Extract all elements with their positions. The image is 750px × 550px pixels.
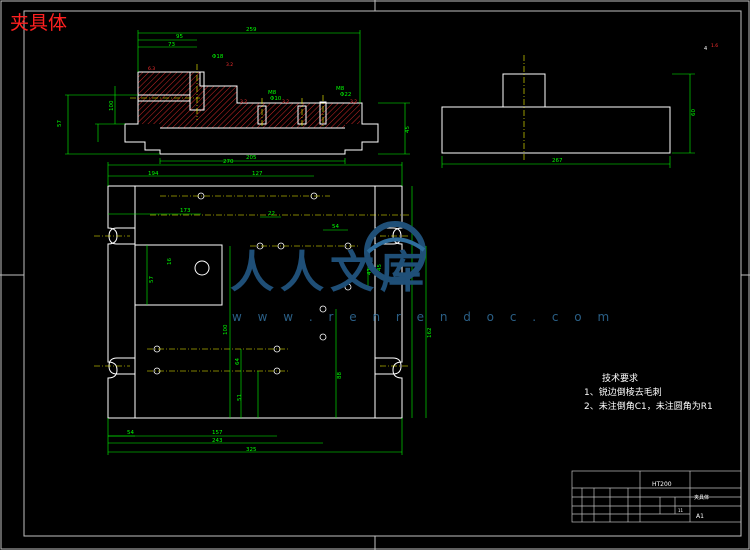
svg-text:243: 243 bbox=[212, 438, 223, 444]
svg-text:325: 325 bbox=[246, 447, 257, 453]
svg-text:45: 45 bbox=[377, 264, 383, 271]
svg-text:41: 41 bbox=[367, 268, 373, 275]
title-block-text: HT200 夹具体 A1 11 bbox=[652, 481, 709, 520]
svg-text:100: 100 bbox=[223, 324, 229, 335]
svg-text:3.2: 3.2 bbox=[350, 99, 357, 105]
svg-text:54: 54 bbox=[332, 224, 339, 230]
title-block bbox=[571, 470, 742, 523]
svg-text:Φ18: Φ18 bbox=[212, 54, 224, 60]
svg-text:205: 205 bbox=[246, 155, 257, 161]
svg-text:57: 57 bbox=[149, 276, 155, 283]
svg-text:16: 16 bbox=[167, 258, 173, 265]
svg-text:127: 127 bbox=[252, 171, 263, 177]
svg-text:60: 60 bbox=[691, 109, 697, 116]
svg-text:267: 267 bbox=[552, 158, 563, 164]
plan-view: 270 194 127 22 54 173 16 57 41 45 100 64… bbox=[94, 159, 433, 455]
watermark-text-cn: 人人文库 bbox=[230, 247, 430, 298]
tech-heading: 技术要求 bbox=[602, 374, 639, 384]
svg-text:A1: A1 bbox=[696, 513, 704, 520]
svg-text:54: 54 bbox=[127, 430, 134, 436]
roughness-symbol: 4 1.6 bbox=[704, 43, 718, 52]
svg-text:100: 100 bbox=[109, 100, 115, 111]
svg-text:173: 173 bbox=[180, 208, 191, 214]
svg-text:M8: M8 bbox=[268, 90, 277, 96]
svg-text:73: 73 bbox=[168, 42, 175, 48]
svg-text:95: 95 bbox=[176, 34, 183, 40]
svg-text:57: 57 bbox=[57, 120, 63, 127]
technical-requirements: 技术要求 1、锐边倒棱去毛刺 2、未注倒角C1，未注圆角为R1 bbox=[584, 372, 713, 414]
svg-text:88: 88 bbox=[337, 372, 343, 379]
drawing-title: 夹具体 bbox=[10, 12, 68, 34]
svg-text:M8: M8 bbox=[336, 86, 345, 92]
svg-text:1.6: 1.6 bbox=[711, 43, 718, 49]
tech-item: 2、未注倒角C1，未注圆角为R1 bbox=[584, 402, 713, 412]
svg-text:22: 22 bbox=[268, 211, 275, 217]
svg-text:Φ10: Φ10 bbox=[270, 96, 282, 102]
svg-text:HT200: HT200 bbox=[652, 481, 672, 488]
watermark-url: w w w . r e n r e n d o c . c o m bbox=[232, 310, 616, 324]
svg-text:157: 157 bbox=[212, 430, 223, 436]
svg-text:3.2: 3.2 bbox=[226, 62, 233, 68]
svg-text:259: 259 bbox=[246, 27, 257, 33]
svg-text:6.3: 6.3 bbox=[148, 66, 155, 72]
svg-text:Φ22: Φ22 bbox=[340, 92, 351, 98]
svg-text:4: 4 bbox=[704, 46, 707, 52]
svg-text:夹具体: 夹具体 bbox=[694, 494, 709, 501]
svg-text:51: 51 bbox=[237, 394, 243, 401]
section-view: 259 95 73 Φ18 M8 Φ10 M8 Φ22 205 100 57 4… bbox=[57, 27, 411, 164]
svg-text:3.2: 3.2 bbox=[240, 99, 247, 105]
svg-text:3.2: 3.2 bbox=[282, 99, 289, 105]
svg-text:11: 11 bbox=[678, 508, 684, 513]
svg-text:64: 64 bbox=[235, 358, 241, 365]
tech-item: 1、锐边倒棱去毛刺 bbox=[584, 388, 662, 398]
svg-text:45: 45 bbox=[405, 126, 411, 133]
svg-text:270: 270 bbox=[223, 159, 234, 165]
svg-text:194: 194 bbox=[148, 171, 159, 177]
watermark-logo bbox=[364, 221, 426, 283]
side-view: 267 60 bbox=[441, 55, 697, 168]
svg-text:162: 162 bbox=[427, 328, 433, 339]
